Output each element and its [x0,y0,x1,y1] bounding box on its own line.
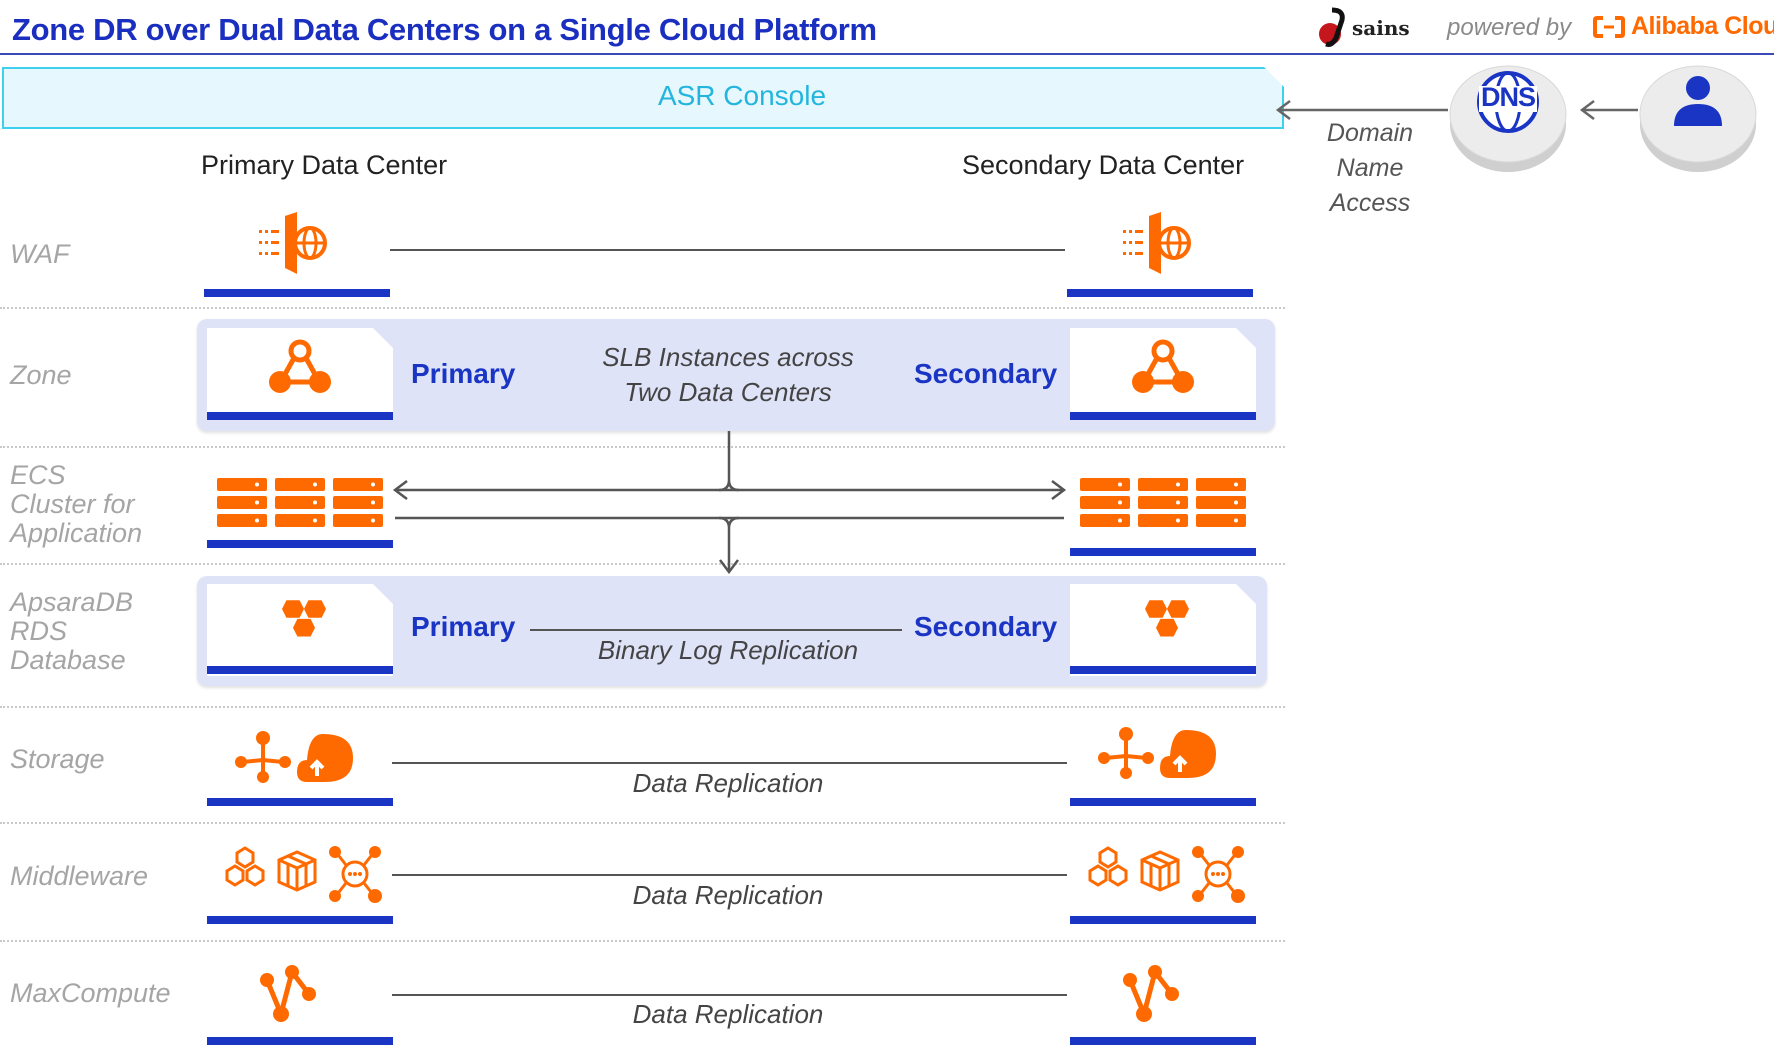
row-label-rds: ApsaraDB RDS Database [10,587,134,675]
maxcompute-caption: Data Replication [632,999,824,1029]
middleware-link-line [392,874,1067,876]
waf-icon[interactable] [255,210,327,276]
page-title: Zone DR over Dual Data Centers on a Sing… [12,12,877,47]
row-label-zone: Zone [10,360,72,390]
slb-icon [1132,339,1194,393]
row-separator [0,822,1285,824]
secondary-waf-bar [1067,289,1253,297]
slb-icon [269,339,331,393]
secondary-dc-title: Secondary Data Center [962,150,1245,180]
sains-logo-icon [1319,7,1345,47]
storage-link-line [392,762,1067,764]
row-separator [0,446,1285,448]
zone-caption: SLB Instances across Two Data Centers [602,342,854,407]
waf-icon[interactable] [1119,210,1191,276]
secondary-storage-bar [1070,798,1256,806]
middleware-caption: Data Replication [632,880,824,910]
row-separator [0,307,1285,309]
connector-merge [718,516,740,529]
middleware-icon [1088,846,1245,903]
storage-icon [1098,727,1216,779]
row-label-maxcompute: MaxCompute [10,978,171,1008]
waf-link-line [390,249,1065,251]
binary-log-line [530,629,902,631]
primary-maxcompute-bar [207,1037,393,1045]
sains-wordmark: sains [1352,16,1410,40]
powered-by-text: powered by [1447,14,1572,41]
primary-dc-title: Primary Data Center [201,150,448,180]
primary-waf-bar [204,289,390,297]
dns-to-console-arrowhead [1275,100,1291,120]
dns-icon [1477,71,1539,133]
row-separator [0,706,1285,708]
maxcompute-link-line [392,994,1067,996]
alibaba-cloud-icon [1593,15,1625,38]
ecs-to-rds-arrowhead [719,559,739,575]
middleware-icon [225,846,382,903]
alibaba-cloud-logo: Alibaba Cloud [1593,12,1774,41]
asr-console-label-wrap: ASR Console [0,80,1484,112]
maxcompute-icon [260,965,316,1022]
primary-storage-bar [207,798,393,806]
rds-hexagon-icon [1145,600,1189,637]
secondary-maxcompute-bar [1070,1037,1256,1045]
server-cluster-icon [1080,478,1246,527]
zone-secondary-label: Secondary [914,358,1058,389]
secondary-ecs-bar [1070,548,1256,556]
row-label-ecs: ECS Cluster for Application [10,460,143,548]
secondary-middleware-bar [1070,916,1256,924]
connector-branch [718,479,740,492]
sains-logo: sains [1318,7,1410,48]
alibaba-cloud-wordmark: Alibaba Cloud [1631,12,1774,40]
row-separator [0,563,1285,565]
user-to-dns-arrowhead [1579,100,1595,120]
row-separator [0,940,1285,942]
access-flow [1275,100,1638,120]
primary-ecs-bar [207,540,393,548]
zone-primary-label: Primary [411,358,516,389]
header-divider [0,53,1774,55]
dns-icon-text: DNS [1480,82,1536,112]
secondary-zone-bar [1070,412,1256,420]
primary-rds-bar [207,666,393,674]
storage-caption: Data Replication [632,768,824,798]
primary-middleware-bar [207,916,393,924]
row-label-middleware: Middleware [10,861,149,891]
ecs-right-arrowhead [1051,480,1067,500]
user-icon [1674,76,1722,126]
rds-primary-label: Primary [411,611,516,642]
rds-secondary-label: Secondary [914,611,1058,642]
storage-icon [235,731,353,783]
domain-name-access-label: Domain Name Access [1326,119,1414,217]
dns-node[interactable] [1447,58,1569,176]
asr-console-bar[interactable] [2,67,1284,129]
user-node[interactable] [1637,58,1759,176]
maxcompute-icon [1123,965,1179,1022]
rds-hexagon-icon [282,600,326,637]
server-cluster-icon [217,478,383,527]
asr-console-label: ASR Console [657,80,827,111]
rds-caption: Binary Log Replication [597,635,859,665]
ecs-left-arrowhead [392,480,408,500]
secondary-rds-bar [1070,666,1256,674]
row-label-storage: Storage [10,744,105,774]
row-label-waf: WAF [10,239,70,269]
primary-zone-bar [207,412,393,420]
